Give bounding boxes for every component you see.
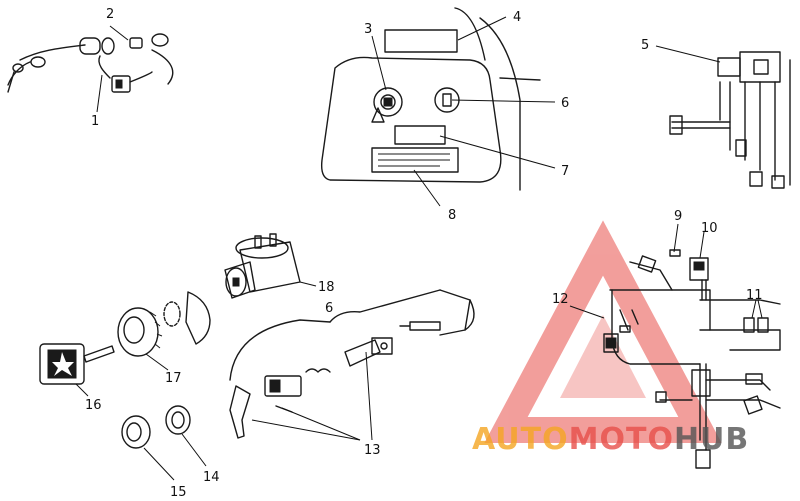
callout-7: 7 bbox=[561, 164, 569, 179]
callout-2: 2 bbox=[106, 7, 114, 22]
part-16-key bbox=[39, 343, 115, 385]
callout-9: 9 bbox=[674, 209, 682, 224]
callout-12: 12 bbox=[552, 292, 569, 307]
callout-3: 3 bbox=[364, 22, 372, 37]
callout-13: 13 bbox=[364, 443, 381, 458]
callout-17: 17 bbox=[165, 371, 182, 386]
watermark-part-auto: AUTO bbox=[472, 422, 569, 457]
part-15-nut bbox=[121, 415, 151, 449]
callout-1: 1 bbox=[91, 114, 99, 129]
part-wiring-harness bbox=[603, 249, 781, 469]
watermark-part-hub: HUB bbox=[674, 422, 749, 457]
part-14-washer bbox=[165, 405, 191, 435]
part-5-harness-detail bbox=[669, 51, 791, 189]
callout-labels: 1 2 3 4 5 6 7 8 9 10 11 12 13 14 15 16 1… bbox=[85, 7, 763, 500]
callout-6-top: 6 bbox=[561, 96, 569, 111]
part-6-lever-assembly bbox=[229, 289, 475, 439]
watermark-logo bbox=[484, 220, 722, 443]
part-dashboard-panel bbox=[320, 7, 541, 191]
callout-15: 15 bbox=[170, 485, 187, 500]
callout-14: 14 bbox=[203, 470, 220, 485]
callout-11: 11 bbox=[746, 288, 763, 303]
callout-4: 4 bbox=[513, 10, 521, 25]
callout-10: 10 bbox=[701, 221, 718, 236]
watermark-text: AUTOMOTOHUB bbox=[472, 422, 749, 457]
part-1-key-switch-harness bbox=[7, 33, 174, 93]
callout-6-bottom: 6 bbox=[325, 301, 333, 316]
svg-text:AUTOMOTOHUB: AUTOMOTOHUB bbox=[472, 422, 749, 457]
part-17-bezel-nut bbox=[117, 291, 211, 357]
callout-8: 8 bbox=[448, 208, 456, 223]
callout-18: 18 bbox=[318, 280, 335, 295]
callout-5: 5 bbox=[641, 38, 649, 53]
watermark-part-moto: MOTO bbox=[569, 422, 674, 457]
callout-16: 16 bbox=[85, 398, 102, 413]
part-18-ignition-switch bbox=[224, 233, 301, 299]
